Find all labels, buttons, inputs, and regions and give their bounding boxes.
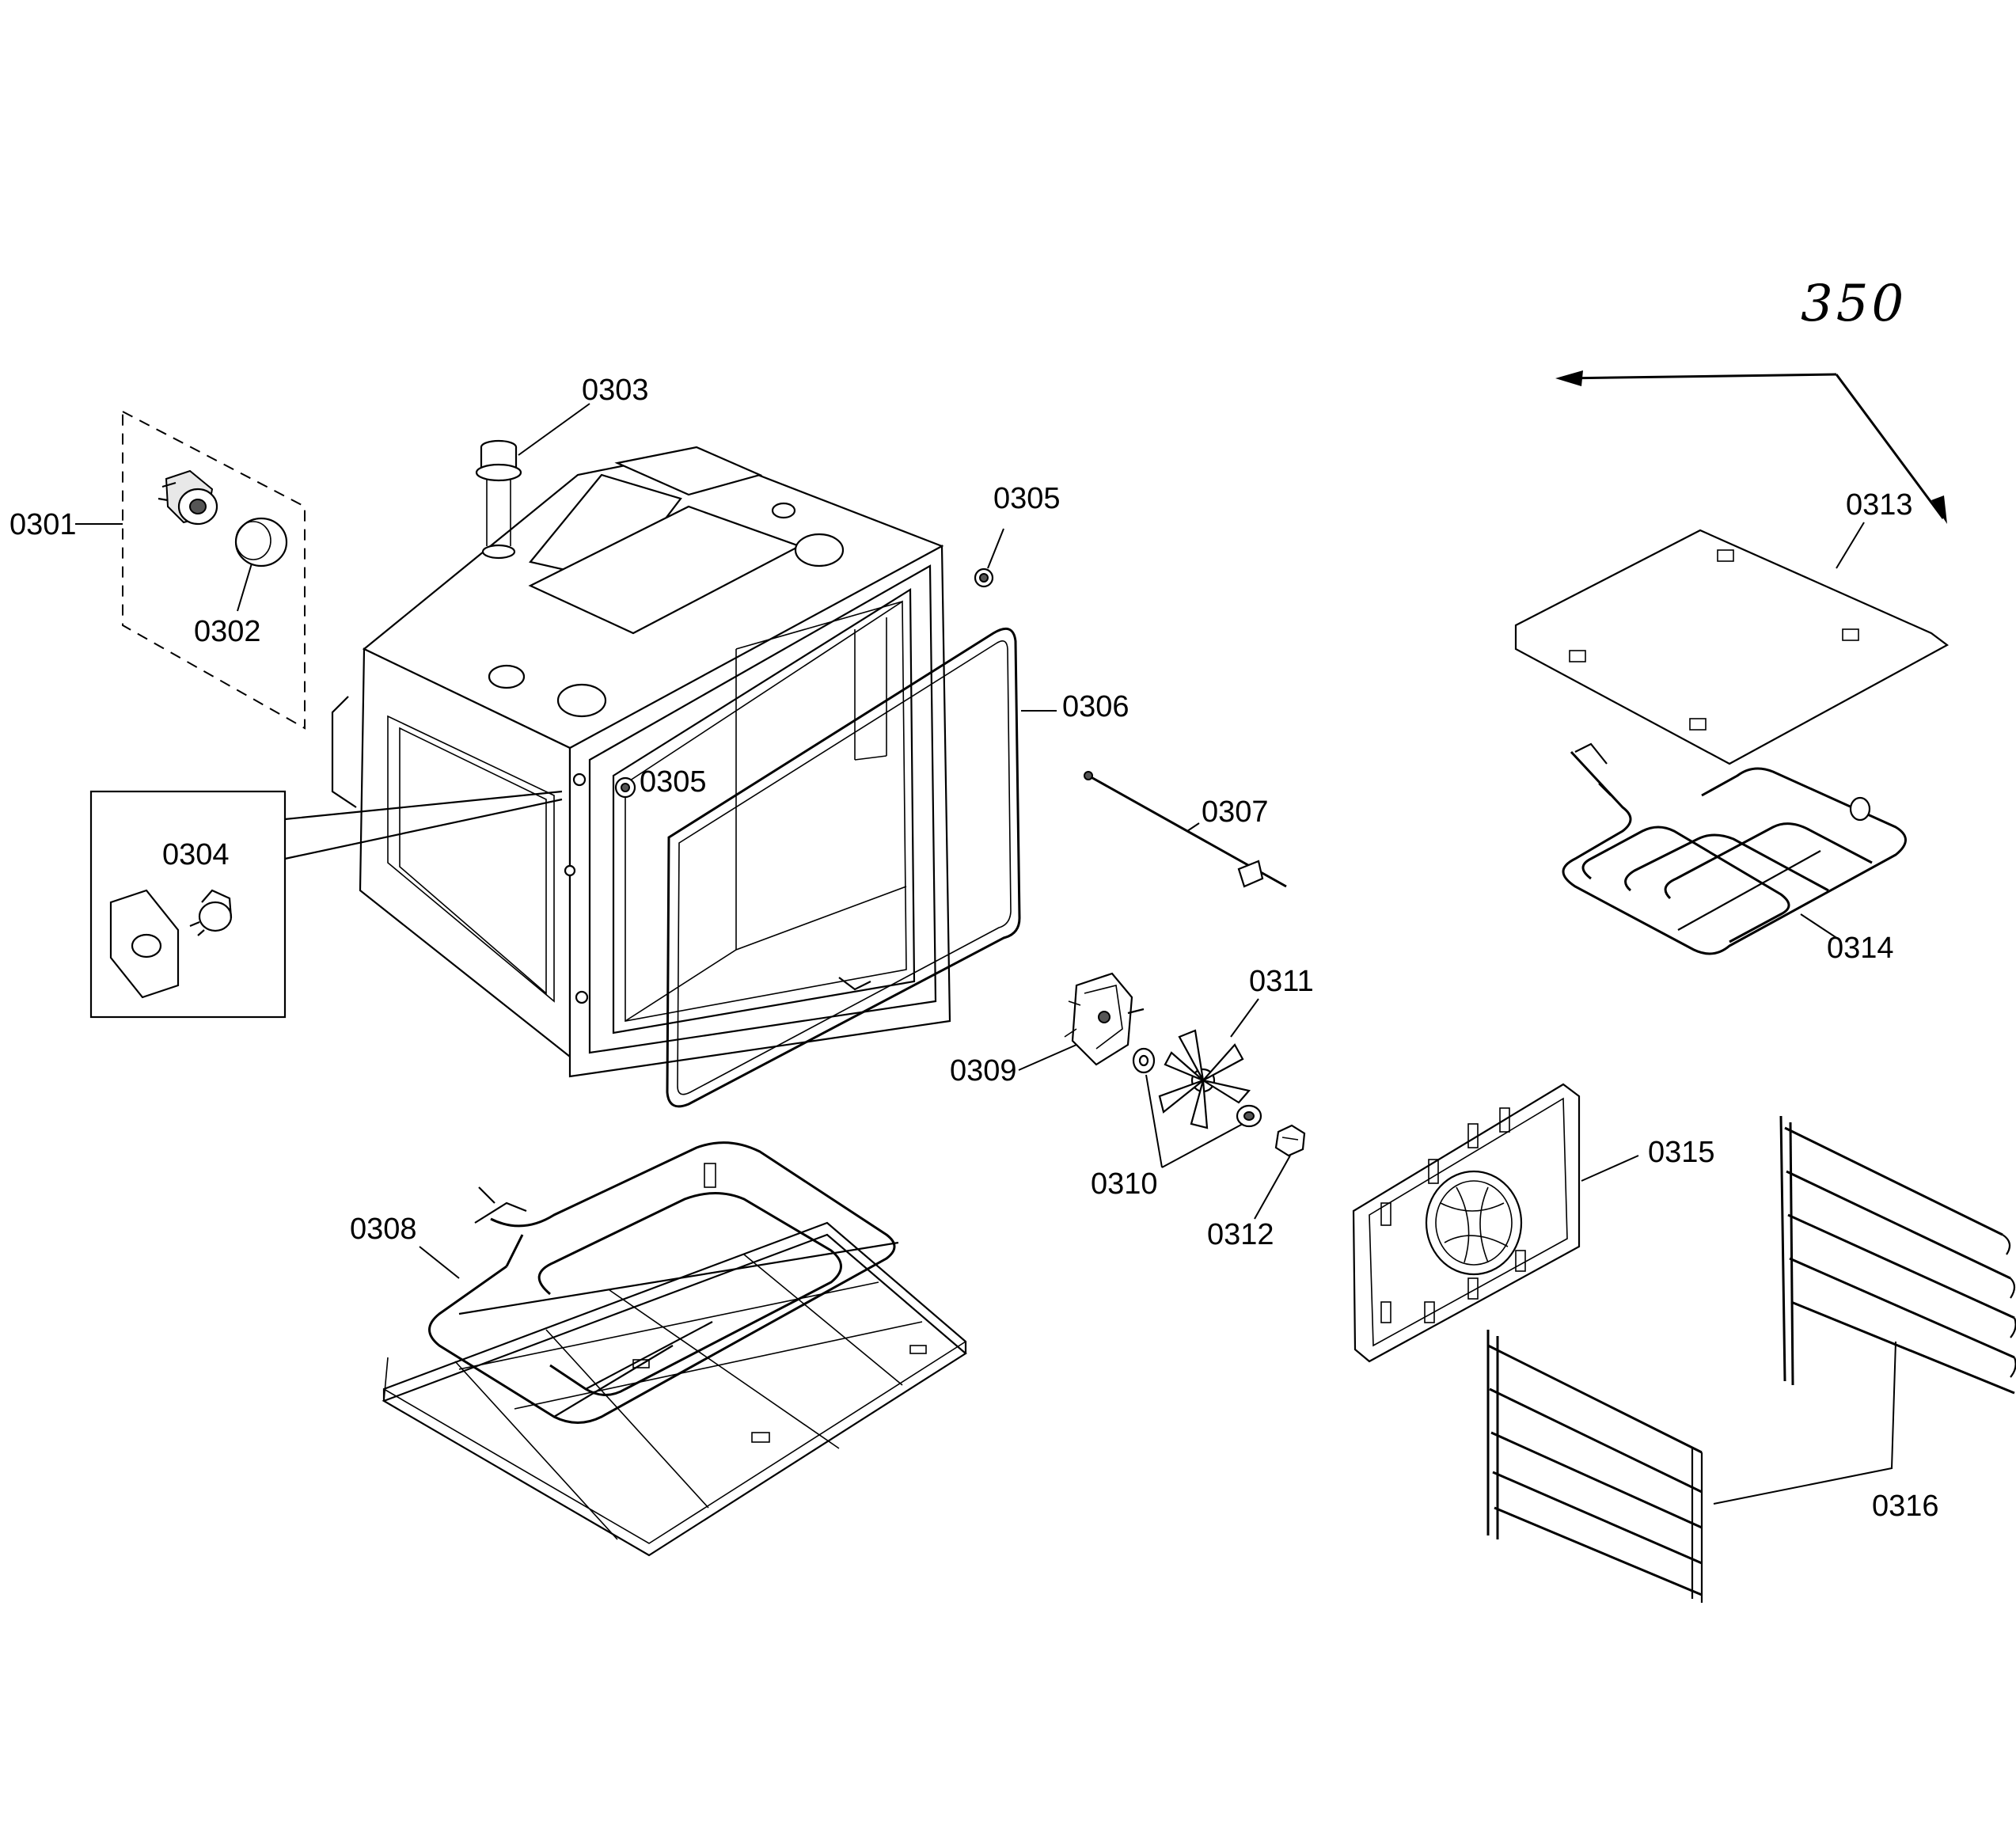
leader-0303 [518,403,590,456]
leader-0313 [1836,522,1865,569]
fan-motor [1064,972,1145,1066]
leader-0315 [1581,1155,1639,1182]
temperature-sensor [1084,771,1287,888]
label-0301: 0301 [9,508,77,541]
leader-0310 [1145,1074,1243,1168]
bushing-front [614,776,636,799]
shelf-support-left [1486,1330,1703,1603]
leader-0307 [1186,822,1200,832]
lamp-cover [234,517,288,567]
lamp-group-dashed-box [122,410,306,730]
label-0304: 0304 [162,838,230,871]
label-0312: 0312 [1207,1218,1274,1251]
door-gasket [666,627,1021,1108]
label-0307: 0307 [1202,795,1269,829]
vent-stub [475,439,522,560]
figure-reference-350: 350 [1555,275,1947,524]
lamp-socket [158,469,218,526]
lamp-assembly-group [75,410,306,730]
ref-arrowhead-left [1555,370,1583,386]
ref-arrow-down [1835,374,1945,519]
figure-ref-number: 350 [1801,275,1907,333]
label-0316: 0316 [1872,1490,1939,1523]
leader-0316 [1713,1341,1896,1505]
fan-cover-panel [1352,1083,1581,1363]
part-labels: 0301 0302 0303 0304 0305 0305 0306 0307 … [9,374,1939,1523]
bushing-rear [974,567,994,588]
cap-nut [1274,1124,1306,1157]
washer-1 [1132,1047,1156,1074]
ref-arrowhead-down [1931,495,1947,524]
top-heating-element [1562,742,1907,955]
label-0314: 0314 [1827,932,1894,965]
label-0311: 0311 [1249,965,1314,998]
label-0303: 0303 [582,374,649,407]
leader-0314 [1800,913,1841,941]
shelf-support-right [1779,1115,2016,1395]
fan-blade [1158,1029,1251,1129]
leader-0312 [1254,1155,1291,1220]
label-0302: 0302 [194,615,261,648]
leader-0308 [419,1246,460,1279]
label-0315: 0315 [1648,1136,1715,1169]
inset-lamp-socket [189,889,233,936]
bottom-heating-element [428,1141,899,1424]
ref-arrow-left [1562,373,1837,380]
leader-0302 [237,563,252,612]
label-0308: 0308 [350,1213,417,1246]
label-0313: 0313 [1846,488,1913,522]
label-0306: 0306 [1062,690,1129,723]
leader-0311 [1230,998,1259,1038]
label-0309: 0309 [950,1054,1017,1088]
inset-frame [89,790,287,1019]
leader-0305b [987,528,1004,569]
label-0310: 0310 [1091,1167,1158,1201]
leader-0309 [1018,1044,1077,1071]
label-0305: 0305 [640,765,707,799]
label-0305-rear: 0305 [993,482,1061,515]
inset-leaders [284,790,563,860]
bottom-panel [382,1221,967,1557]
oven-cavity [331,446,951,1078]
nut-fan [1236,1104,1262,1128]
lamp-inset-box [89,790,563,1019]
top-heat-plate [1514,529,1950,765]
